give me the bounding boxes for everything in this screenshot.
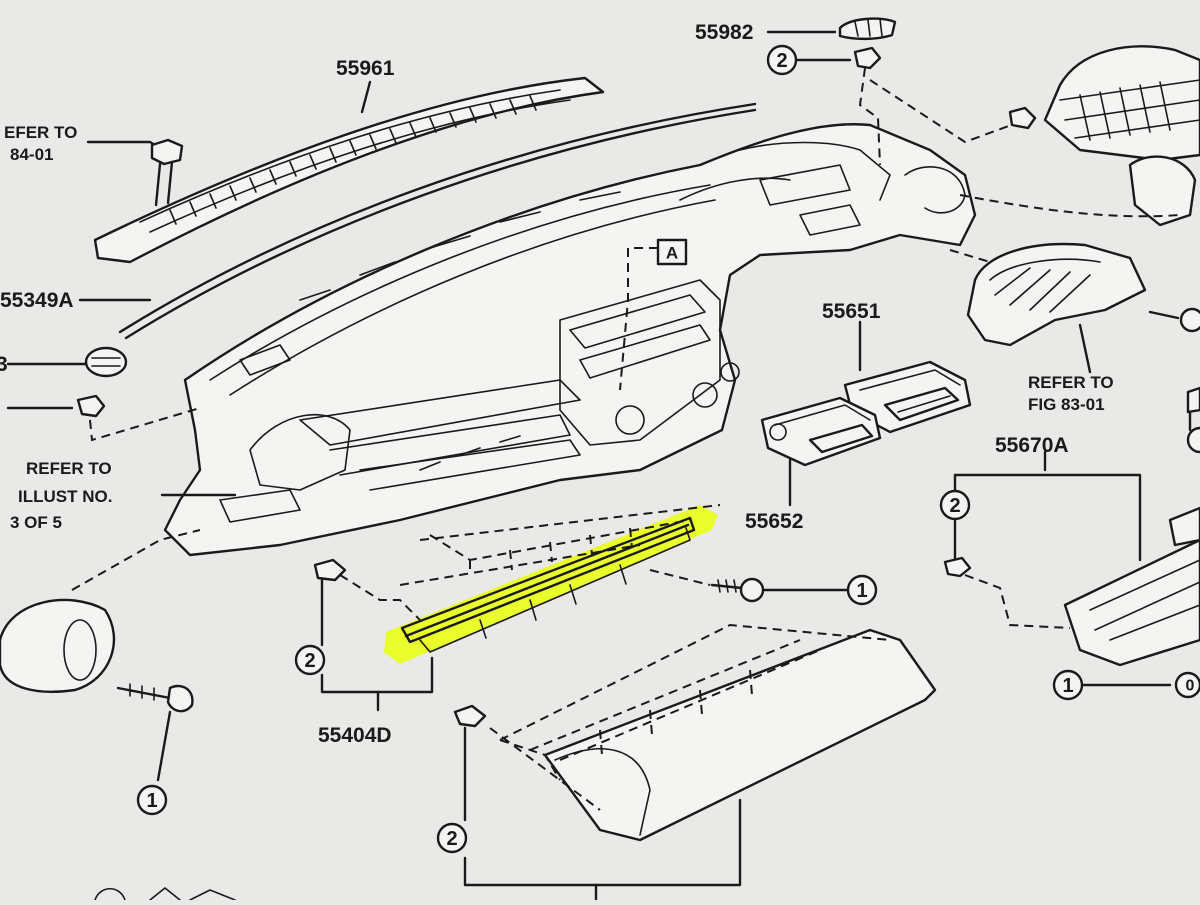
part-55349A-strip[interactable] (118, 102, 757, 334)
leader-glovebox (463, 726, 742, 887)
part-55982-cap[interactable] (838, 17, 897, 41)
clip-icon (453, 704, 487, 728)
callout-1[interactable] (136, 784, 168, 816)
callout-2[interactable] (294, 644, 326, 676)
callout-1-num: 1 (856, 580, 867, 602)
dashed-guide (399, 544, 641, 586)
dashed-guide (499, 623, 891, 741)
highlight-mark (384, 505, 718, 664)
dashed-guide (419, 504, 721, 541)
label-55670A: 55670A (995, 434, 1069, 457)
callout-2-num: 2 (776, 50, 787, 72)
partial-label-left: 3 (0, 353, 8, 376)
leader-ref-84-01 (86, 140, 162, 150)
ref-84-01-line2: 84-01 (10, 145, 53, 164)
callout-2-num: 2 (446, 828, 457, 850)
callout-2-num: 2 (304, 650, 315, 672)
bolt-icon (150, 138, 184, 207)
screw-icon (116, 683, 194, 713)
part-55652-vent[interactable] (760, 396, 882, 467)
ref-illust-line2: ILLUST NO. (18, 487, 112, 506)
clip-icon (853, 46, 882, 70)
dashed-guide (869, 79, 1026, 144)
dashed-guide (649, 569, 711, 586)
part-55961-garnish[interactable] (93, 76, 605, 264)
callout-1-num: 1 (1062, 675, 1073, 697)
label-55961: 55961 (336, 57, 395, 80)
callout-2-num: 2 (949, 495, 960, 517)
clip-icon (76, 394, 106, 418)
ref-84-01-line1: EFER TO (4, 123, 77, 142)
dashed-guide (529, 639, 801, 751)
ref-fig-line2: FIG 83-01 (1028, 395, 1105, 414)
screw-icon (710, 577, 765, 603)
right-edge-clip[interactable] (1186, 386, 1200, 454)
label-55982: 55982 (695, 21, 753, 44)
dashed-guide (469, 527, 633, 575)
partial-bottom-sketch (94, 887, 236, 901)
clip-icon (313, 558, 347, 582)
dashed-guide (858, 67, 881, 166)
leader-callout-1-left (156, 710, 172, 782)
dashed-guide (559, 649, 821, 761)
leader-55670A (953, 450, 1142, 562)
dashed-guide (959, 194, 1181, 218)
dashed-guide (499, 739, 561, 781)
dashed-guide (964, 574, 1071, 629)
ref-illust-line1: REFER TO (26, 459, 112, 478)
instrument-panel-body[interactable] (163, 123, 977, 557)
dashed-guide (339, 574, 421, 621)
glove-box-door[interactable] (543, 628, 937, 842)
label-55404D: 55404D (318, 724, 392, 747)
gauge-cluster-hood[interactable] (966, 242, 1200, 347)
dashed-guide (619, 247, 658, 391)
label-55349A: 55349A (0, 289, 74, 312)
part-55404D-garnish[interactable] (400, 516, 696, 653)
top-right-component[interactable] (1008, 45, 1200, 227)
callout-1[interactable] (846, 574, 878, 606)
section-a-box[interactable] (656, 238, 688, 266)
screw-icon (1174, 671, 1200, 699)
clip-icon (943, 556, 972, 578)
dashed-guide (89, 407, 201, 442)
callout-1-num: 1 (146, 790, 157, 812)
ref-illust-line3: 3 OF 5 (10, 513, 62, 532)
ref-fig-line1: REFER TO (1028, 373, 1114, 392)
partial-label-right: 0 (1186, 678, 1195, 695)
section-a-label: A (666, 244, 678, 263)
part-55651-vent[interactable] (843, 360, 972, 434)
grommet-icon (84, 346, 128, 378)
label-55652: 55652 (745, 510, 803, 533)
leader-ref-fig (1078, 323, 1092, 374)
dashed-guide (949, 249, 1001, 266)
label-55651: 55651 (822, 300, 881, 323)
dashed-guide (489, 727, 601, 811)
callout-2[interactable] (436, 822, 468, 854)
part-55670A-panel[interactable] (1063, 506, 1200, 667)
knee-bolster-knob[interactable] (0, 598, 116, 693)
leader-55961 (360, 80, 372, 114)
dashed-guide (71, 529, 201, 591)
